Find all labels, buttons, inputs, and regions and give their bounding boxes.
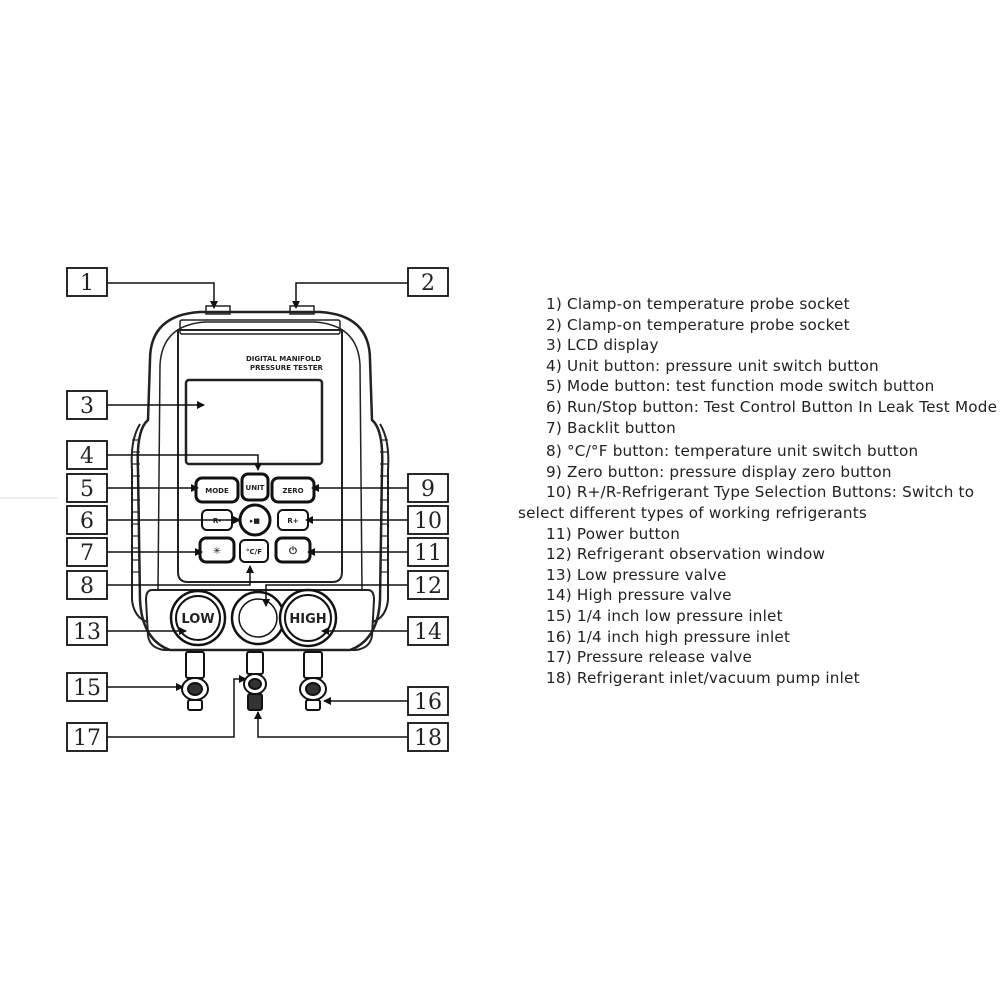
callout-label-15: 15 [73,676,101,701]
callout-box-18 [407,722,449,752]
callout-box-9 [407,473,449,503]
legend-item-12: 12) Refrigerant observation window [546,545,826,564]
backlight-icon: ✳ [213,546,221,557]
low-pressure-valve[interactable]: LOW [169,589,227,647]
high-pressure-inlet [299,651,327,711]
legend-item-4: 4) Unit button: pressure unit switch but… [546,356,879,375]
high-pressure-valve[interactable]: HIGH [278,588,338,648]
leader-lines [107,282,408,738]
callout-label-16: 16 [414,690,442,715]
callout-box-3 [66,390,108,420]
legend-item-10: 10) R+/R-Refrigerant Type Selection Butt… [518,483,975,522]
r-minus-label: R- [213,517,221,525]
legend-item-8: 8) °C/°F button: temperature unit switch… [546,442,919,461]
cf-button-label: °C/F [246,548,262,556]
legend-item-7: 7) Backlit button [546,418,677,437]
callout-box-14 [407,616,449,646]
callout-label-2: 2 [421,271,435,296]
parts-legend: 1) Clamp-on temperature probe socket 2) … [518,294,998,688]
device-body [130,305,390,652]
callout-label-13: 13 [73,620,101,645]
callout-box-1 [66,267,108,297]
legend-item-11: 11) Power button [546,524,681,543]
callout-label-6: 6 [80,509,94,534]
r-plus-button[interactable]: R+ [277,509,309,531]
run-stop-icon: ▸■ [250,517,260,525]
callout-box-5 [66,473,108,503]
cf-button[interactable]: °C/F [239,539,269,563]
callout-box-6 [66,505,108,535]
mode-button-label: MODE [205,487,229,495]
callout-box-17 [66,722,108,752]
legend-item-2: 2) Clamp-on temperature probe socket [546,315,850,334]
callout-label-7: 7 [80,541,94,566]
power-icon: ⏻ [289,545,297,557]
callout-label-9: 9 [421,477,435,502]
legend-item-18: 18) Refrigerant inlet/vacuum pump inlet [546,668,860,687]
run-stop-button[interactable]: ▸■ [238,503,272,537]
callout-box-13 [66,616,108,646]
callout-box-7 [66,537,108,567]
unit-button-label: UNIT [246,484,265,492]
legend-item-17: 17) Pressure release valve [546,648,753,667]
callout-label-17: 17 [73,726,101,751]
device-title-line1: DIGITAL MANIFOLD [246,355,321,363]
callout-box-10 [407,505,449,535]
callout-label-11: 11 [414,541,442,566]
low-valve-label: LOW [181,612,214,627]
callout-label-18: 18 [414,726,442,751]
unit-button[interactable]: UNIT [240,472,270,502]
callout-box-11 [407,537,449,567]
callout-box-16 [407,686,449,716]
legend-item-9: 9) Zero button: pressure display zero bu… [546,462,892,481]
zero-button[interactable]: ZERO [270,476,316,504]
callout-box-15 [66,672,108,702]
release-valve [243,651,267,711]
lcd-display [184,378,324,466]
callout-label-12: 12 [414,574,442,599]
callout-box-12 [407,570,449,600]
legend-item-1: 1) Clamp-on temperature probe socket [546,295,850,313]
legend-item-16: 16) 1/4 inch high pressure inlet [546,627,791,646]
backlight-button[interactable]: ✳ [198,536,236,564]
legend-item-15: 15) 1/4 inch low pressure inlet [546,606,783,625]
high-valve-label: HIGH [289,612,326,627]
legend-item-5: 5) Mode button: test function mode switc… [546,377,935,396]
callout-label-10: 10 [414,509,442,534]
mode-button[interactable]: MODE [194,476,240,504]
callout-label-3: 3 [80,394,94,419]
callout-label-8: 8 [80,574,94,599]
legend-item-6: 6) Run/Stop button: Test Control Button … [546,397,998,416]
legend-item-3: 3) LCD display [546,336,659,355]
low-pressure-inlet [181,651,209,711]
callout-label-1: 1 [80,271,94,296]
legend-item-13: 13) Low pressure valve [546,565,727,584]
r-plus-label: R+ [287,517,298,525]
callout-label-4: 4 [80,444,94,469]
legend-item-14: 14) High pressure valve [546,586,732,605]
callout-box-4 [66,440,108,470]
observation-window [230,590,286,646]
zero-button-label: ZERO [282,487,303,495]
device-title-line2: PRESSURE TESTER [250,364,324,372]
callout-box-2 [407,267,449,297]
callout-box-8 [66,570,108,600]
power-button[interactable]: ⏻ [274,536,312,564]
callout-label-5: 5 [80,477,94,502]
callout-label-14: 14 [414,620,442,645]
